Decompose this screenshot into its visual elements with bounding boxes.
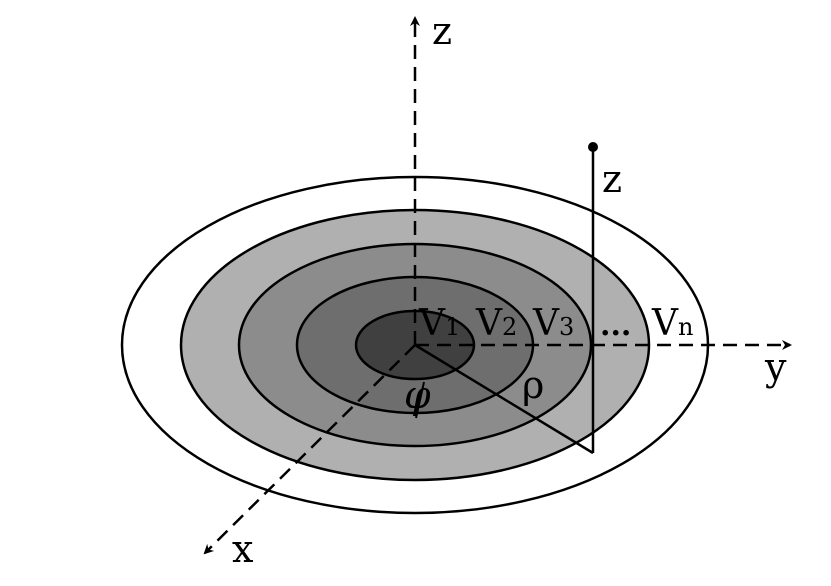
point-marker xyxy=(588,142,598,152)
v1-label: V1 xyxy=(418,303,460,344)
rho-label: ρ xyxy=(522,363,544,407)
z-axis-label: z xyxy=(432,9,452,53)
x-axis-label: x xyxy=(232,527,253,571)
v2-label: V2 xyxy=(475,303,517,344)
phi-label: φ xyxy=(404,373,431,417)
y-axis-label: y xyxy=(764,345,787,389)
x-axis xyxy=(203,344,416,555)
phi-tick xyxy=(415,381,425,419)
rho-line xyxy=(414,343,594,455)
point-z-label: z xyxy=(602,157,622,201)
ellipsis-label: ... xyxy=(600,308,631,343)
vn-label: Vn xyxy=(651,303,693,344)
v3-label: V3 xyxy=(532,303,574,344)
